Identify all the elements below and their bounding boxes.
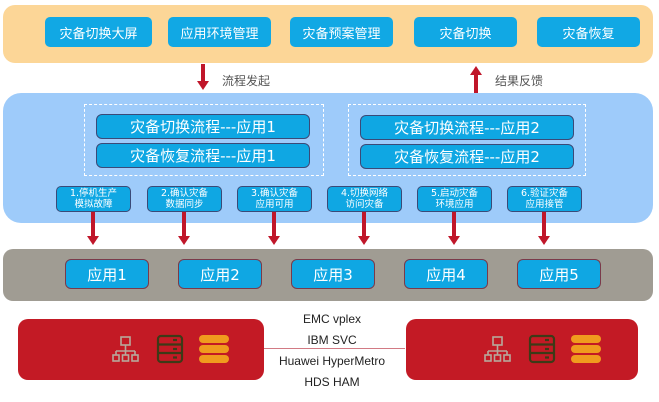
step-6-arrow-head	[538, 236, 550, 245]
replication-option-4: HDS HAM	[304, 375, 360, 389]
step-3-line2: 应用可用	[255, 199, 294, 210]
feedback-label: 结果反馈	[495, 74, 544, 88]
step-5[interactable]: 5.启动灾备 环境应用	[417, 186, 492, 212]
step-3[interactable]: 3.确认灾备 应用可用	[237, 186, 312, 212]
dr-switchover-button[interactable]: 灾备切换	[414, 17, 517, 47]
app-env-management-button[interactable]: 应用环境管理	[168, 17, 271, 47]
recovery-flow-app1[interactable]: 灾备恢复流程---应用1	[96, 143, 310, 168]
step-6-line1: 6.验证灾备	[520, 188, 569, 199]
dr-plan-management-button[interactable]: 灾备预案管理	[290, 17, 393, 47]
switchover-flow-app1[interactable]: 灾备切换流程---应用1	[96, 114, 310, 139]
server-rack-icon	[528, 334, 556, 364]
app-5[interactable]: 应用5	[517, 259, 601, 289]
server-rack-icon	[156, 334, 184, 364]
dr-recovery-button[interactable]: 灾备恢复	[537, 17, 640, 47]
step-5-arrow-head	[448, 236, 460, 245]
app-4[interactable]: 应用4	[404, 259, 488, 289]
replication-option-2: IBM SVC	[307, 333, 357, 347]
step-3-arrow-shaft	[272, 212, 276, 237]
flow-group-app1	[84, 104, 324, 176]
step-2-line1: 2.确认灾备	[160, 188, 209, 199]
step-4-line1: 4.切换网络	[340, 188, 389, 199]
switchover-flow-app2[interactable]: 灾备切换流程---应用2	[360, 115, 574, 140]
step-2-arrow-head	[178, 236, 190, 245]
step-5-line1: 5.启动灾备	[430, 188, 479, 199]
step-3-line1: 3.确认灾备	[250, 188, 299, 199]
dr-site	[406, 319, 638, 380]
step-4-arrow-head	[358, 236, 370, 245]
app-1[interactable]: 应用1	[65, 259, 149, 289]
step-6-arrow-shaft	[542, 212, 546, 237]
flow-start-label: 流程发起	[222, 74, 271, 88]
feedback-arrow-head	[470, 66, 482, 75]
dr-dashboard-button[interactable]: 灾备切换大屏	[45, 17, 152, 47]
replication-option-1: EMC vplex	[302, 312, 361, 326]
replication-link	[260, 348, 405, 349]
flow-start-arrow-head	[197, 81, 209, 90]
step-4-line2: 访问灾备	[345, 199, 384, 210]
step-1-line1: 1.停机生产	[69, 188, 118, 199]
step-5-arrow-shaft	[452, 212, 456, 237]
feedback-arrow-shaft	[474, 74, 478, 94]
step-1-arrow-shaft	[91, 212, 95, 237]
recovery-flow-app2[interactable]: 灾备恢复流程---应用2	[360, 144, 574, 169]
step-6[interactable]: 6.验证灾备 应用接管	[507, 186, 582, 212]
production-site	[18, 319, 264, 380]
step-5-line2: 环境应用	[435, 199, 474, 210]
step-2-line2: 数据同步	[165, 199, 204, 210]
replication-option-3: Huawei HyperMetro	[278, 354, 386, 368]
step-4[interactable]: 4.切换网络 访问灾备	[327, 186, 402, 212]
step-1-arrow-head	[87, 236, 99, 245]
step-6-line2: 应用接管	[525, 199, 564, 210]
step-2-arrow-shaft	[182, 212, 186, 237]
step-2[interactable]: 2.确认灾备 数据同步	[147, 186, 222, 212]
step-1-line2: 模拟故障	[74, 199, 113, 210]
app-3[interactable]: 应用3	[291, 259, 375, 289]
step-1[interactable]: 1.停机生产 模拟故障	[56, 186, 131, 212]
network-topology-icon	[484, 336, 511, 362]
flow-group-app2	[348, 104, 586, 176]
network-topology-icon	[112, 336, 139, 362]
step-3-arrow-head	[268, 236, 280, 245]
flow-start-arrow-shaft	[201, 64, 205, 82]
database-icon	[199, 335, 229, 363]
app-2[interactable]: 应用2	[178, 259, 262, 289]
step-4-arrow-shaft	[362, 212, 366, 237]
database-icon	[571, 335, 601, 363]
